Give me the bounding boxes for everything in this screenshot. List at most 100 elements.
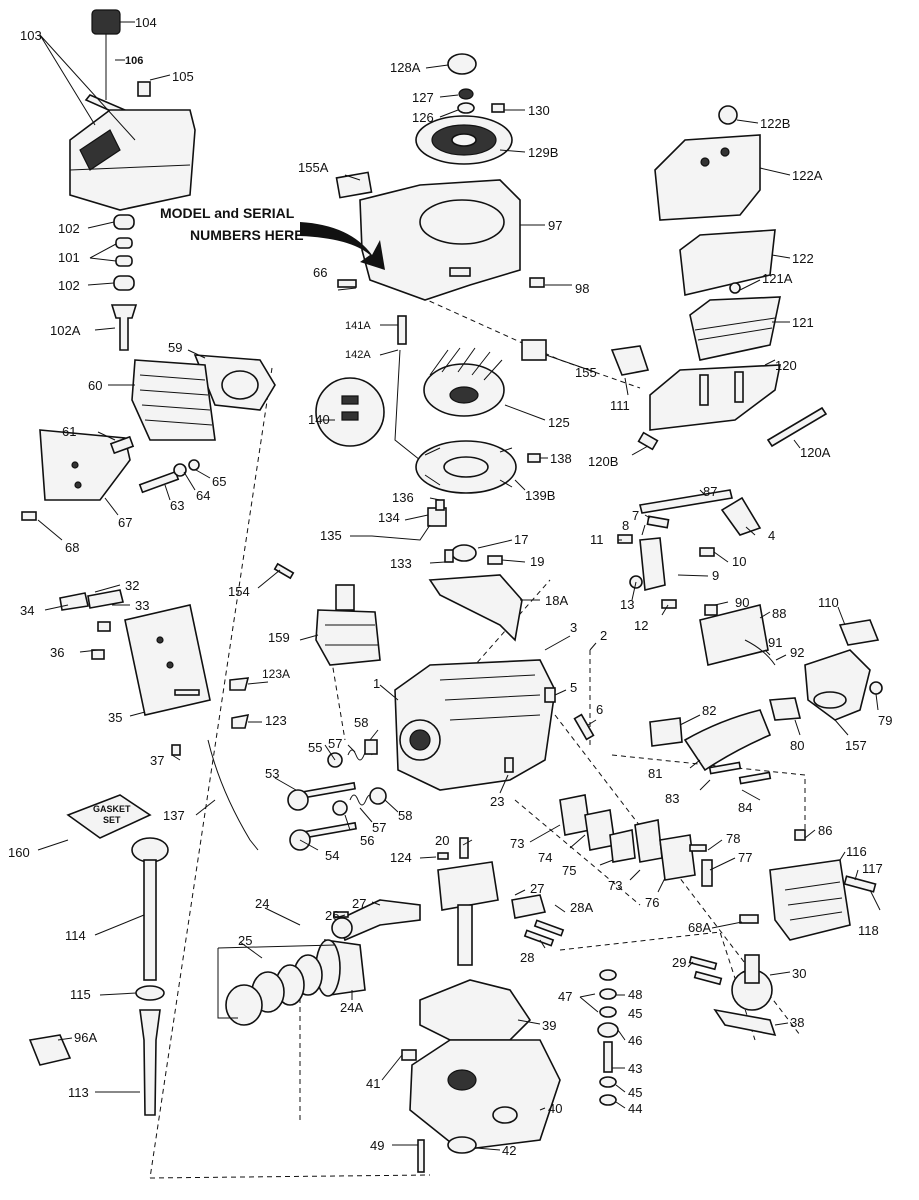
- label-111: 111: [610, 398, 630, 413]
- ignition-group: [371, 499, 523, 642]
- label-115: 115: [70, 987, 91, 1002]
- label-118: 118: [858, 923, 879, 938]
- label-135: 135: [320, 528, 342, 543]
- label-84: 84: [738, 800, 752, 815]
- label-101: 101: [58, 250, 80, 265]
- air-deflector-67: [39, 429, 131, 501]
- label-60: 60: [88, 378, 102, 393]
- label-67: 67: [118, 515, 132, 530]
- label-24a: 24A: [340, 1000, 363, 1015]
- gasket-39: [419, 979, 532, 1041]
- label-97: 97: [548, 218, 562, 233]
- label-122: 122: [792, 251, 814, 266]
- cylinder-head-group: [21, 354, 276, 521]
- label-63: 63: [170, 498, 184, 513]
- label-36: 36: [50, 645, 64, 660]
- leader-lines: [37, 21, 881, 1151]
- label-37: 37: [150, 753, 164, 768]
- label-96a: 96A: [74, 1030, 97, 1045]
- dipstick-group: [28, 837, 169, 1116]
- label-49: 49: [370, 1138, 384, 1153]
- bracket-18a: [428, 574, 523, 642]
- label-113: 113: [68, 1085, 89, 1100]
- label-11: 11: [590, 532, 604, 547]
- label-28: 28: [520, 950, 534, 965]
- label-56: 56: [360, 833, 374, 848]
- label-35: 35: [108, 710, 122, 725]
- label-133: 133: [390, 556, 412, 571]
- label-76: 76: [645, 895, 659, 910]
- label-92: 92: [790, 645, 804, 660]
- label-68: 68: [65, 540, 79, 555]
- label-78: 78: [726, 831, 740, 846]
- fuel-line-137: [207, 739, 259, 851]
- label-86: 86: [818, 823, 832, 838]
- label-64: 64: [196, 488, 210, 503]
- fuel-cap-104: [91, 9, 121, 35]
- label-126: 126: [412, 110, 434, 125]
- air-cleaner-group: [610, 105, 828, 451]
- gasket-set-line1: GASKET: [93, 804, 131, 814]
- label-13: 13: [620, 597, 634, 612]
- label-45: 45: [628, 1006, 642, 1021]
- cylinder-head-60: [131, 359, 216, 441]
- label-123a: 123A: [262, 667, 290, 681]
- label-87: 87: [703, 484, 717, 499]
- label-130: 130: [528, 103, 550, 118]
- label-136: 136: [392, 490, 414, 505]
- air-filter-121: [689, 296, 781, 361]
- part-labels: 104 103 106 105 128A 127 126 130 129B 12…: [8, 15, 892, 1158]
- label-5: 5: [570, 680, 577, 695]
- label-123: 123: [265, 713, 287, 728]
- label-58: 58: [354, 715, 368, 730]
- valve-group: [287, 739, 387, 851]
- label-2: 2: [600, 628, 607, 643]
- label-139b: 139B: [525, 488, 555, 503]
- air-cleaner-base-120: [649, 364, 781, 431]
- label-80: 80: [790, 738, 804, 753]
- flywheel-group: [315, 315, 547, 494]
- label-65: 65: [212, 474, 226, 489]
- label-1: 1: [373, 676, 380, 691]
- label-159: 159: [268, 630, 290, 645]
- bracket-group: [59, 589, 211, 756]
- label-88: 88: [772, 606, 786, 621]
- fuel-tank-103: [69, 109, 196, 211]
- label-42: 42: [502, 1143, 516, 1158]
- label-55: 55: [308, 740, 322, 755]
- label-77: 77: [738, 850, 752, 865]
- label-142a: 142A: [345, 349, 371, 361]
- label-103: 103: [20, 28, 42, 43]
- label-105: 105: [172, 69, 194, 84]
- carburetor-group: [617, 489, 883, 721]
- note-line2: NUMBERS HERE: [190, 227, 304, 243]
- crankshaft-group: [331, 837, 499, 966]
- label-114: 114: [65, 928, 86, 943]
- label-75: 75: [562, 863, 576, 878]
- label-122b: 122B: [760, 116, 790, 131]
- label-154: 154: [228, 584, 250, 599]
- label-122a: 122A: [792, 168, 823, 183]
- label-46: 46: [628, 1033, 642, 1048]
- label-20: 20: [435, 833, 449, 848]
- label-79: 79: [878, 713, 892, 728]
- gasket-set-line2: SET: [103, 815, 121, 825]
- precleaner-122: [679, 229, 776, 296]
- fuel-tank-assembly: [69, 9, 196, 351]
- label-27: 27: [352, 896, 366, 911]
- starter-group: [229, 562, 381, 729]
- muffler-116: [769, 859, 851, 941]
- label-57b: 57: [372, 820, 386, 835]
- label-134: 134: [378, 510, 400, 525]
- label-74: 74: [538, 850, 552, 865]
- starter-159: [315, 609, 381, 666]
- label-83: 83: [665, 791, 679, 806]
- label-9: 9: [712, 568, 719, 583]
- label-140: 140: [308, 412, 330, 427]
- label-121a: 121A: [762, 271, 793, 286]
- label-17: 17: [514, 532, 528, 547]
- label-141a: 141A: [345, 320, 371, 332]
- cap-128a: [447, 53, 477, 75]
- intake-exhaust-group: [559, 709, 877, 941]
